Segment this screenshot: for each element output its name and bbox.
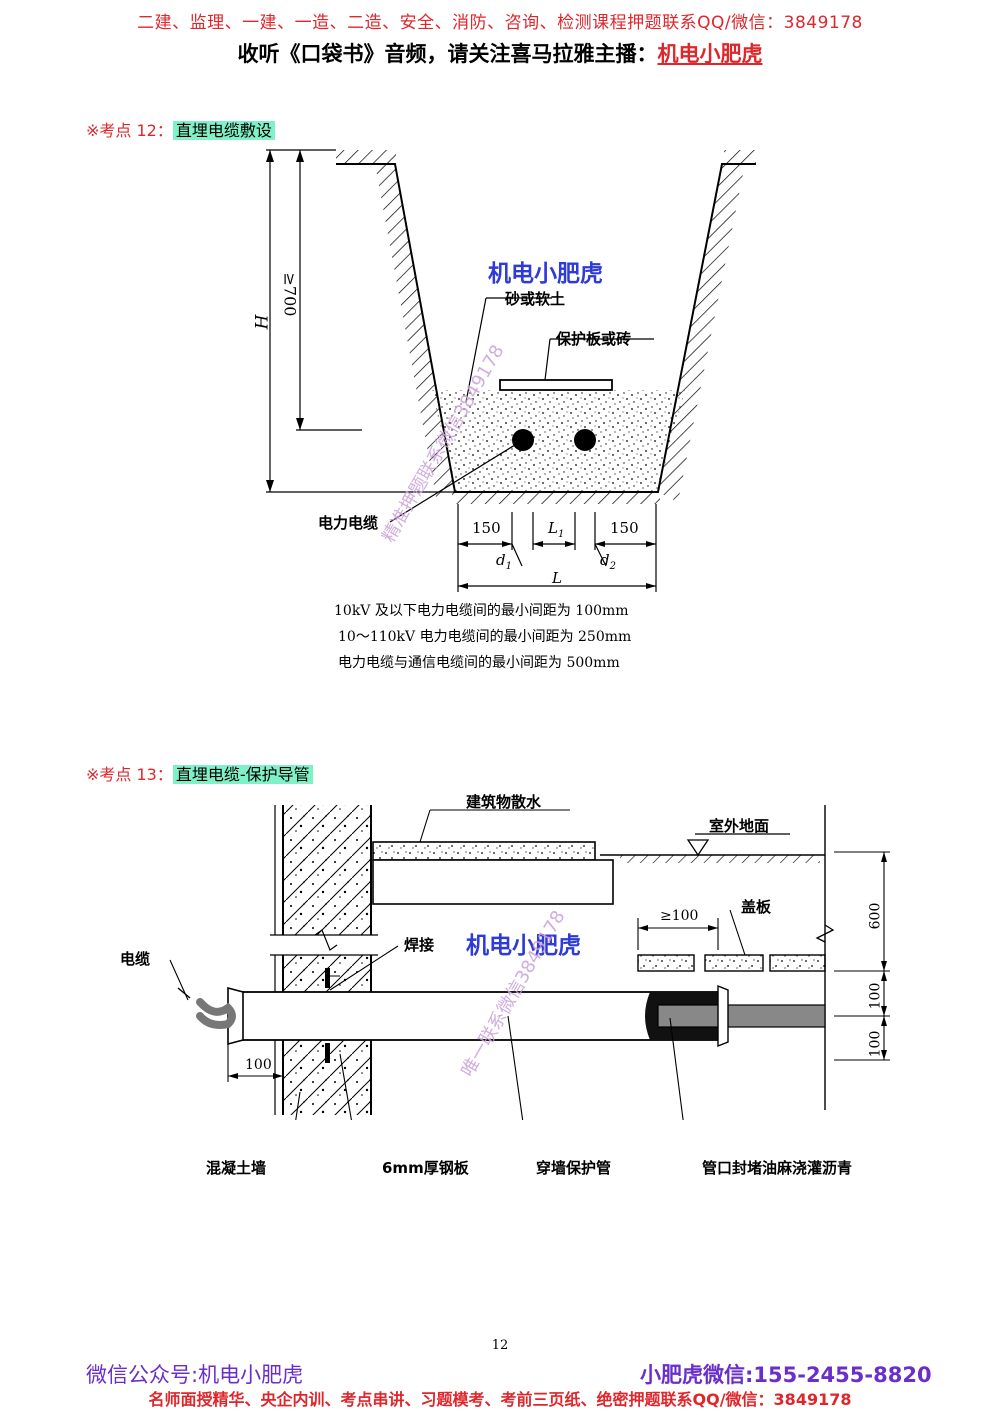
label-outdoor-ground: 室外地面 [709,817,770,835]
dim-100-right-2: 100 [867,1030,884,1058]
dim-d1-main: d [496,551,506,569]
note-line-3: 电力电缆与通信电缆间的最小间距为 500mm [338,655,620,671]
label-sand: 砂或软土 [505,290,566,308]
section13-heading: ※考点 13：直埋电缆-保护导管 [86,761,313,785]
ground-hatch-left [336,150,396,164]
concrete-wall [283,805,371,1115]
dim-600: 600 [867,902,884,930]
label-concrete-wall: 混凝土墙 [206,1159,267,1177]
dim-H-text: H [252,314,273,330]
conduit-diagram [169,805,890,1120]
page-number: 12 [491,1338,509,1353]
dim-L1-sub: 1 [557,529,565,540]
header-audio-line: 收听《口袋书》音频，请关注喜马拉雅主播：机电小肥虎 [0,38,1000,68]
section13-mark: ※考点 13： [86,765,173,784]
note-line-2: 10～110kV 电力电缆间的最小间距为 250mm [338,629,632,645]
trench-wall-right [658,164,745,502]
dim-d1: d1 [496,551,512,572]
power-cable-2 [574,429,596,451]
section13-title: 直埋电缆-保护导管 [172,765,313,784]
label-cover-board: 盖板 [741,898,772,916]
footer-wechat-id: 小肥虎微信:155-2455-8820 [640,1363,932,1387]
ground-hatch-right [724,150,756,164]
header-promo-line: 二建、监理、一建、一造、二造、安全、消防、咨询、检测课程押题联系QQ/微信：38… [137,13,863,33]
dim-100-left: 100 [245,1057,272,1073]
sand-fill [432,390,685,492]
note-line-1: 10kV 及以下电力电缆间的最小间距为 100mm [334,603,629,619]
ground-hatch [620,855,820,863]
protective-board [499,379,613,391]
header-anchor-name[interactable]: 机电小肥虎 [657,42,763,66]
label-protective-board: 保护板或砖 [556,330,632,348]
dim-150-left: 150 [472,519,501,537]
section12-heading: ※考点 12：直埋电缆敷设 [86,117,275,141]
building-apron [372,841,596,861]
incoming-cable [196,998,236,1029]
dim-d1-sub: 1 [505,561,512,572]
label-weld: 焊接 [404,936,435,954]
label-steel-plate: 6mm厚钢板 [382,1159,469,1177]
label-building-apron: 建筑物散水 [466,793,542,811]
cover-board-1 [637,954,695,972]
apron-slab [372,859,614,905]
dim-L: L [552,569,562,587]
dim-d2: d2 [600,551,616,572]
trench-diagram [266,149,756,592]
dim-d2-sub: 2 [609,561,616,572]
label-power-cable: 电力电缆 [318,514,379,532]
section12-mark: ※考点 12： [86,121,173,140]
label-min-100: ≥100 [660,908,699,924]
cover-board-3 [769,954,826,972]
header-audio-prefix: 收听《口袋书》音频，请关注喜马拉雅主播： [237,42,658,66]
trench-wall-left [375,164,455,502]
dim-L1: L1 [548,519,564,540]
footer-promo-line: 名师面授精华、央企内训、考点串讲、习题模考、考前三页纸、绝密押题联系QQ/微信：… [148,1390,852,1409]
dim-150-right: 150 [610,519,639,537]
cover-board-2 [704,954,764,972]
trench-bottom-hatch [452,492,660,504]
outer-cable [657,1004,826,1028]
section12-title: 直埋电缆敷设 [172,121,275,140]
watermark-bottom: 机电小肥虎 [466,933,581,959]
label-protection-pipe: 穿墙保护管 [536,1159,612,1177]
dim-d2-main: d [600,551,610,569]
dim-700-text: ≥700 [280,272,300,317]
footer-wechat-account: 微信公众号:机电小肥虎 [86,1363,304,1387]
watermark-top: 机电小肥虎 [488,261,603,287]
wall-protection-pipe [237,991,719,1041]
label-pipe-seal: 管口封堵油麻浇灌沥青 [702,1159,853,1177]
dim-100-right-1: 100 [867,982,884,1010]
label-cable: 电缆 [120,950,151,968]
dim-L1-main: L [548,519,558,537]
